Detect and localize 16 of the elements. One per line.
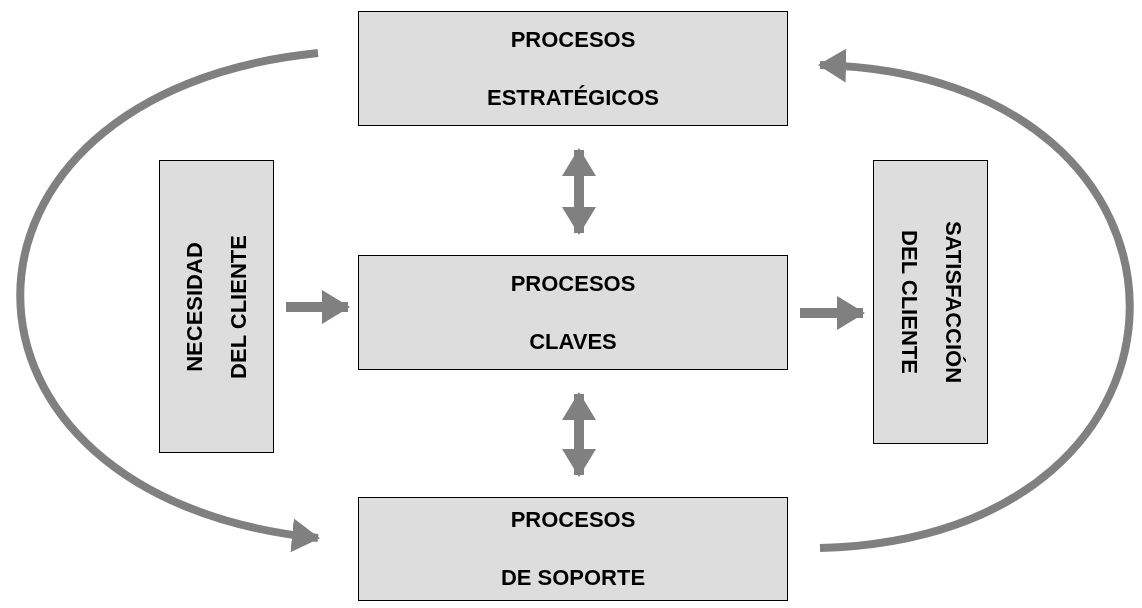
block-arrow (800, 296, 865, 330)
block-arrow (562, 148, 596, 235)
box-label: PROCESOS CLAVES (509, 269, 637, 356)
block-arrow (562, 392, 596, 477)
process-box (358, 255, 788, 370)
box-label: PROCESOS DE SOPORTE (499, 506, 647, 592)
box-label: SATISFACCIÓN DEL CLIENTE (895, 219, 967, 386)
process-box (159, 160, 274, 453)
block-arrow (286, 290, 350, 324)
process-box (358, 11, 788, 126)
curved-arrow (16, 49, 320, 550)
curved-arrow (818, 51, 1134, 552)
process-box (358, 497, 788, 601)
process-box (873, 160, 988, 444)
box-label: PROCESOS ESTRATÉGICOS (486, 25, 660, 112)
box-label: NECESIDAD DEL CLIENTE (180, 233, 252, 381)
